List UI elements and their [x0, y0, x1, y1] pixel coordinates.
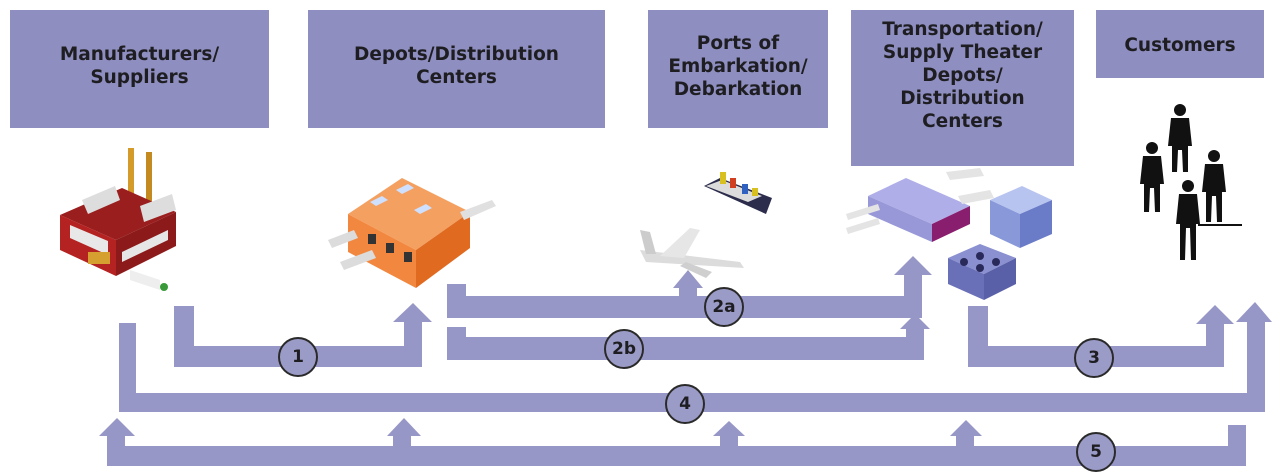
theater-label: Transportation/ Supply Theater Depots/ D…: [882, 19, 1043, 132]
warehouse-icon: [328, 178, 496, 288]
route-2b-badge: 2b: [604, 329, 644, 369]
factory-icon: [60, 148, 176, 291]
route-2a-arrow: [447, 256, 932, 318]
route-5-badge: 5: [1076, 432, 1116, 472]
route-3-badge: 3: [1074, 338, 1114, 378]
route-2b-arrow: [447, 314, 930, 360]
airplane-icon: [640, 228, 744, 278]
route-3-arrow: [968, 305, 1234, 367]
depots-label: Depots/Distribution Centers: [354, 44, 559, 88]
route-4-badge: 4: [665, 384, 705, 424]
route-1-badge: 1: [278, 337, 318, 377]
route-2a-badge: 2a: [704, 287, 744, 327]
route-1-arrow: [174, 303, 432, 367]
customers-label: Customers: [1124, 35, 1236, 56]
ports-box: Ports of Embarkation/ Debarkation: [648, 10, 828, 128]
manufacturers-label: Manufacturers/ Suppliers: [59, 44, 220, 88]
theater-depot-icon: [846, 168, 1052, 300]
ports-label: Ports of Embarkation/ Debarkation: [668, 33, 808, 100]
ship-icon: [704, 172, 772, 214]
depots-box: Depots/Distribution Centers: [308, 10, 605, 128]
route-4-arrow: [119, 302, 1272, 412]
customers-box: Customers: [1096, 10, 1264, 78]
theater-box: Transportation/ Supply Theater Depots/ D…: [851, 10, 1074, 166]
route-5-arrow: [99, 418, 1246, 466]
manufacturers-box: Manufacturers/ Suppliers: [10, 10, 269, 128]
customers-icon: [1140, 104, 1242, 260]
